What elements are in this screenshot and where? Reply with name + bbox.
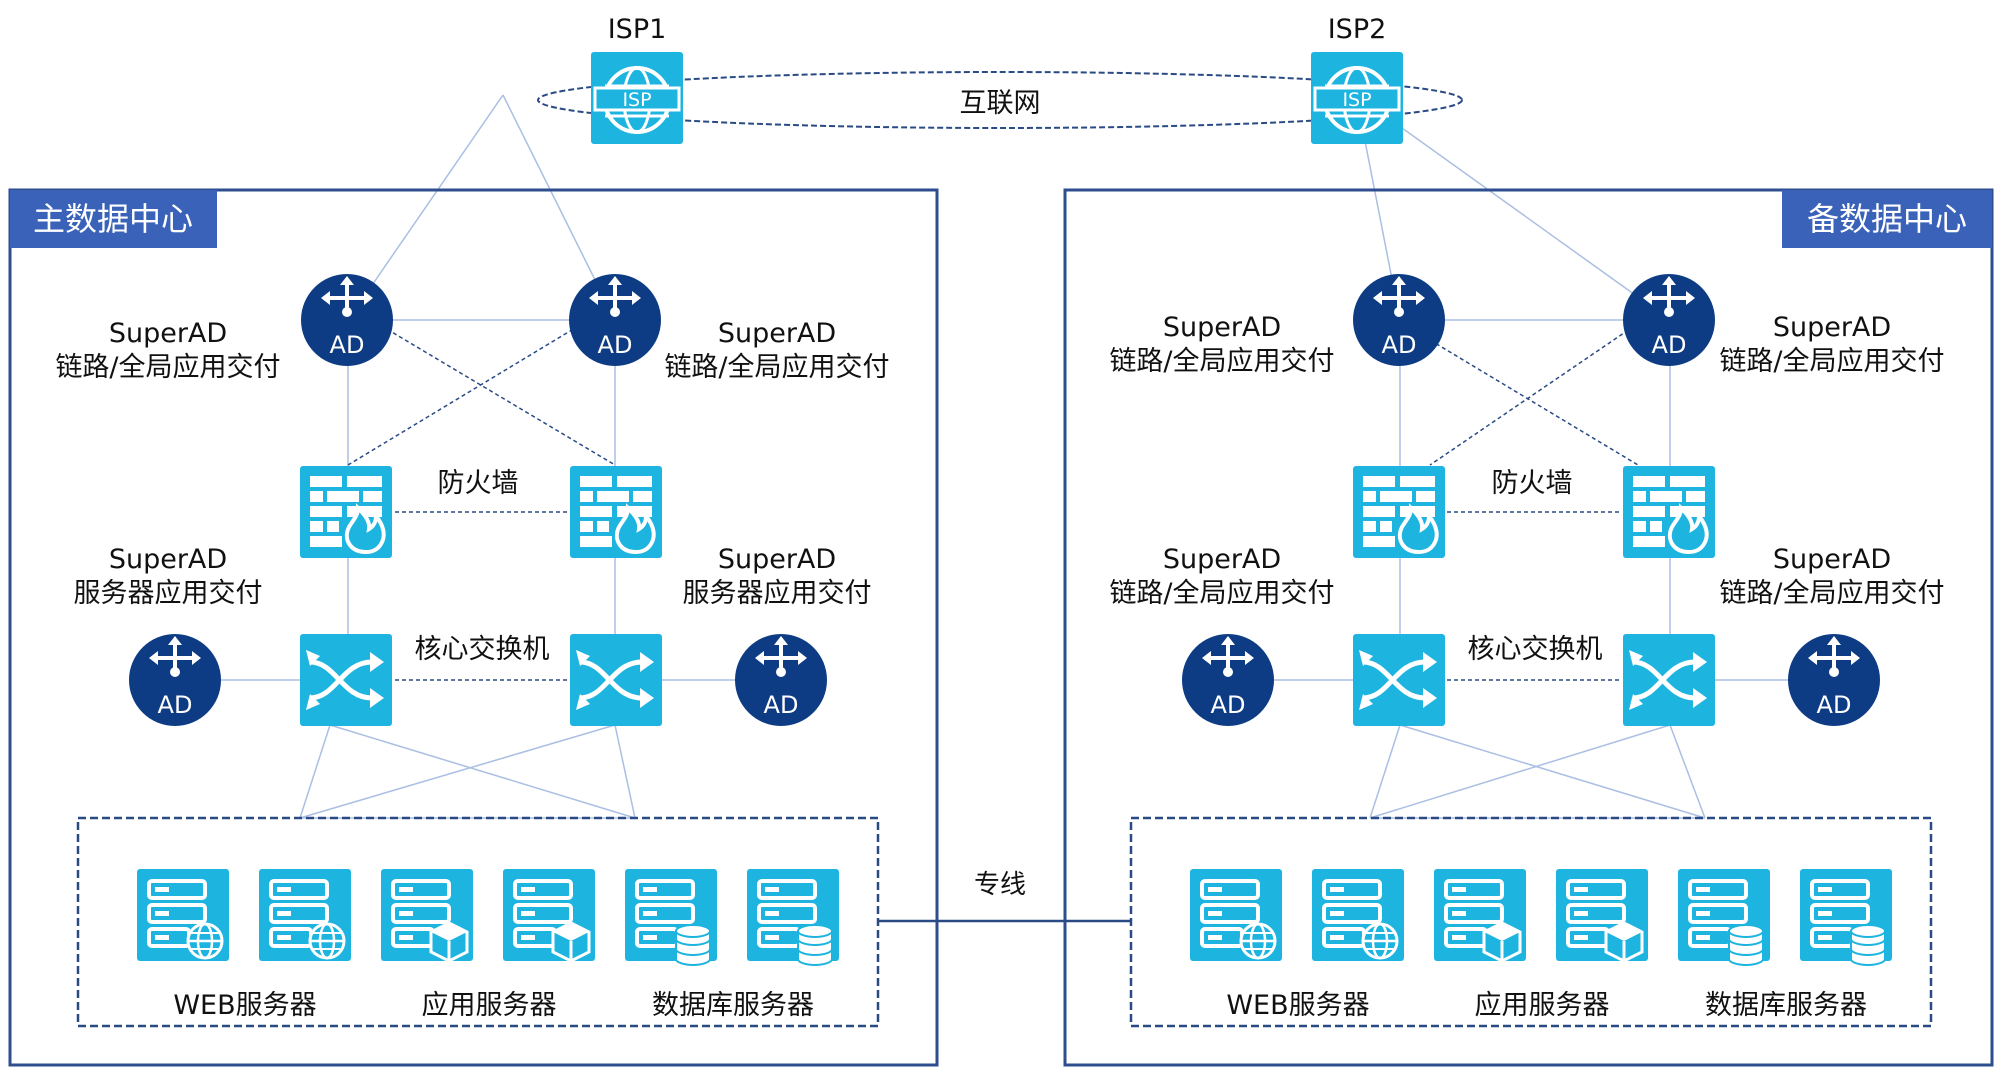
ad-device-text: AD xyxy=(1211,691,1246,719)
ad-device-icon: AD xyxy=(1351,272,1447,368)
app-servers-label: 应用服务器 xyxy=(422,990,557,1021)
core-switch-icon xyxy=(1623,634,1715,726)
ad-device-text: AD xyxy=(1817,691,1852,719)
core-switch-icon xyxy=(570,634,662,726)
backup-datacenter-title: 备数据中心 xyxy=(1807,200,1967,238)
server-delivery-label: 服务器应用交付 xyxy=(683,578,872,609)
internet-ellipse xyxy=(537,71,1463,129)
app-server-icon xyxy=(503,869,595,961)
superad-label: SuperAD xyxy=(718,318,836,349)
web-servers-label: WEB服务器 xyxy=(1226,990,1369,1021)
internet-label: 互联网 xyxy=(960,88,1041,119)
db-server-icon xyxy=(625,869,717,965)
db-servers-label: 数据库服务器 xyxy=(1705,990,1867,1021)
primary-datacenter-title-bg xyxy=(10,190,217,248)
ad-device-text: AD xyxy=(330,331,365,359)
dashed-links xyxy=(347,321,1641,681)
firewall-icon xyxy=(298,464,394,560)
link-global-delivery-label: 链路/全局应用交付 xyxy=(55,352,280,383)
firewall-label: 防火墙 xyxy=(1492,468,1573,499)
firewall-icon xyxy=(1621,464,1717,560)
link-global-delivery-label: 链路/全局应用交付 xyxy=(1719,346,1944,377)
link-global-delivery-label: 链路/全局应用交付 xyxy=(1719,578,1944,609)
firewall-icon xyxy=(1351,464,1447,560)
ad-device-icon: AD xyxy=(299,272,395,368)
primary-datacenter-title: 主数据中心 xyxy=(33,200,193,238)
backup-datacenter-frame xyxy=(1063,188,1994,1067)
ad-device-icon: AD xyxy=(1621,272,1717,368)
ad-device-icon: AD xyxy=(567,272,663,368)
link-global-delivery-label: 链路/全局应用交付 xyxy=(1109,346,1334,377)
db-server-icon xyxy=(747,869,839,965)
superad-label: SuperAD xyxy=(109,318,227,349)
leased-line-label: 专线 xyxy=(974,870,1026,900)
superad-label: SuperAD xyxy=(718,544,836,575)
app-server-icon xyxy=(381,869,473,961)
web-servers-label: WEB服务器 xyxy=(173,990,316,1021)
web-server-icon xyxy=(1190,869,1282,961)
firewall-label: 防火墙 xyxy=(438,468,519,499)
superad-label: SuperAD xyxy=(1773,312,1891,343)
backup-datacenter-title-bg xyxy=(1782,190,1992,248)
primary-datacenter-frame xyxy=(8,188,939,1067)
superad-label: SuperAD xyxy=(1163,544,1281,575)
db-server-icon xyxy=(1800,869,1892,965)
superad-label: SuperAD xyxy=(109,544,227,575)
core-switch-label: 核心交换机 xyxy=(1468,634,1603,665)
ad-device-text: AD xyxy=(158,691,193,719)
db-servers-label: 数据库服务器 xyxy=(652,990,814,1021)
core-switch-icon xyxy=(300,634,392,726)
core-switch-label: 核心交换机 xyxy=(415,634,550,665)
links xyxy=(175,94,1833,819)
app-servers-label: 应用服务器 xyxy=(1475,990,1610,1021)
ad-device-icon: AD xyxy=(733,632,829,728)
server-delivery-label: 服务器应用交付 xyxy=(74,578,263,609)
web-server-icon xyxy=(259,869,351,961)
ad-device-text: AD xyxy=(764,691,799,719)
isp1-label: ISP1 xyxy=(608,14,667,45)
isp2-badge: ISP xyxy=(1342,89,1371,111)
firewall-icon xyxy=(568,464,664,560)
isp2-label: ISP2 xyxy=(1328,14,1387,45)
web-server-icon xyxy=(1312,869,1404,961)
isp1-router-icon: ISP xyxy=(591,52,683,144)
superad-label: SuperAD xyxy=(1773,544,1891,575)
link-global-delivery-label: 链路/全局应用交付 xyxy=(1109,578,1334,609)
db-server-icon xyxy=(1678,869,1770,965)
app-server-icon xyxy=(1434,869,1526,961)
ad-device-icon: AD xyxy=(1180,632,1276,728)
superad-label: SuperAD xyxy=(1163,312,1281,343)
web-server-icon xyxy=(137,869,229,961)
ad-device-text: AD xyxy=(1652,331,1687,359)
isp2-router-icon: ISP xyxy=(1311,52,1403,144)
ad-device-text: AD xyxy=(1382,331,1417,359)
ad-device-icon: AD xyxy=(127,632,223,728)
app-server-icon xyxy=(1556,869,1648,961)
ad-device-icon: AD xyxy=(1786,632,1882,728)
link-global-delivery-label: 链路/全局应用交付 xyxy=(664,352,889,383)
core-switch-icon xyxy=(1353,634,1445,726)
isp1-badge: ISP xyxy=(622,89,651,111)
ad-device-text: AD xyxy=(598,331,633,359)
